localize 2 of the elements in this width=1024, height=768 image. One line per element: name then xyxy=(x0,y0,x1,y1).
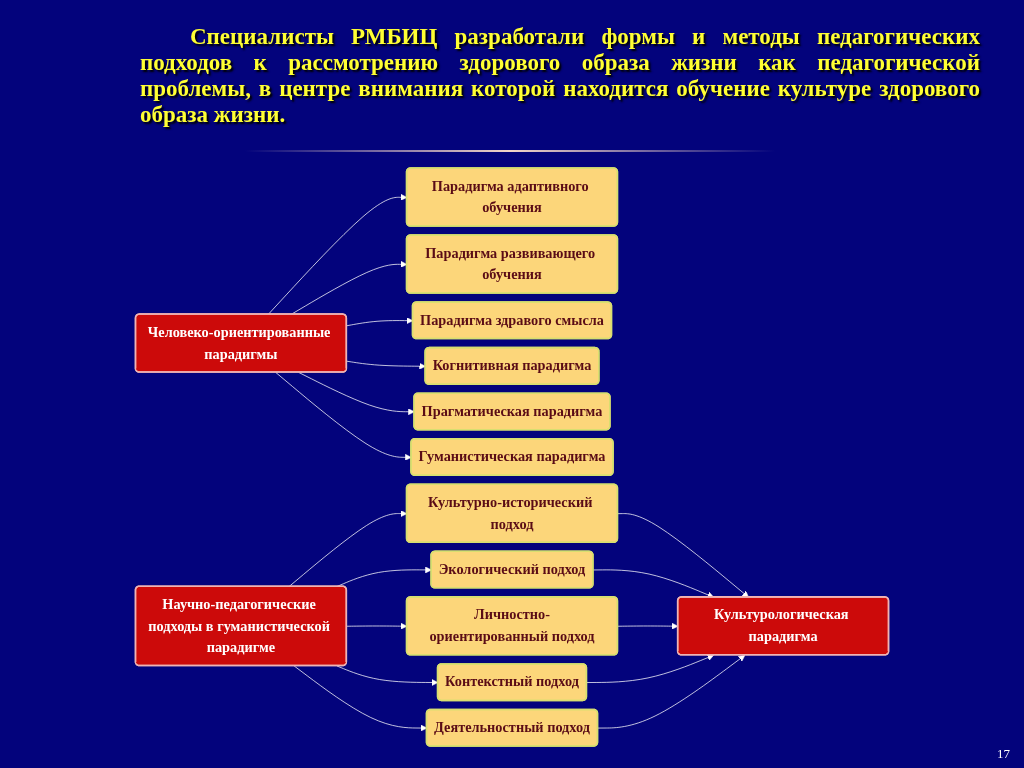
slide-title: Специалисты РМБИЦ разработали формы и методы педагогических подходов к рассмотрению здорового образа жизни как педагогической проблемы, в центре внимания которой находится обучение культуре здорового образа жизни. xyxy=(140,24,980,128)
page-number: 17 xyxy=(997,746,1010,762)
